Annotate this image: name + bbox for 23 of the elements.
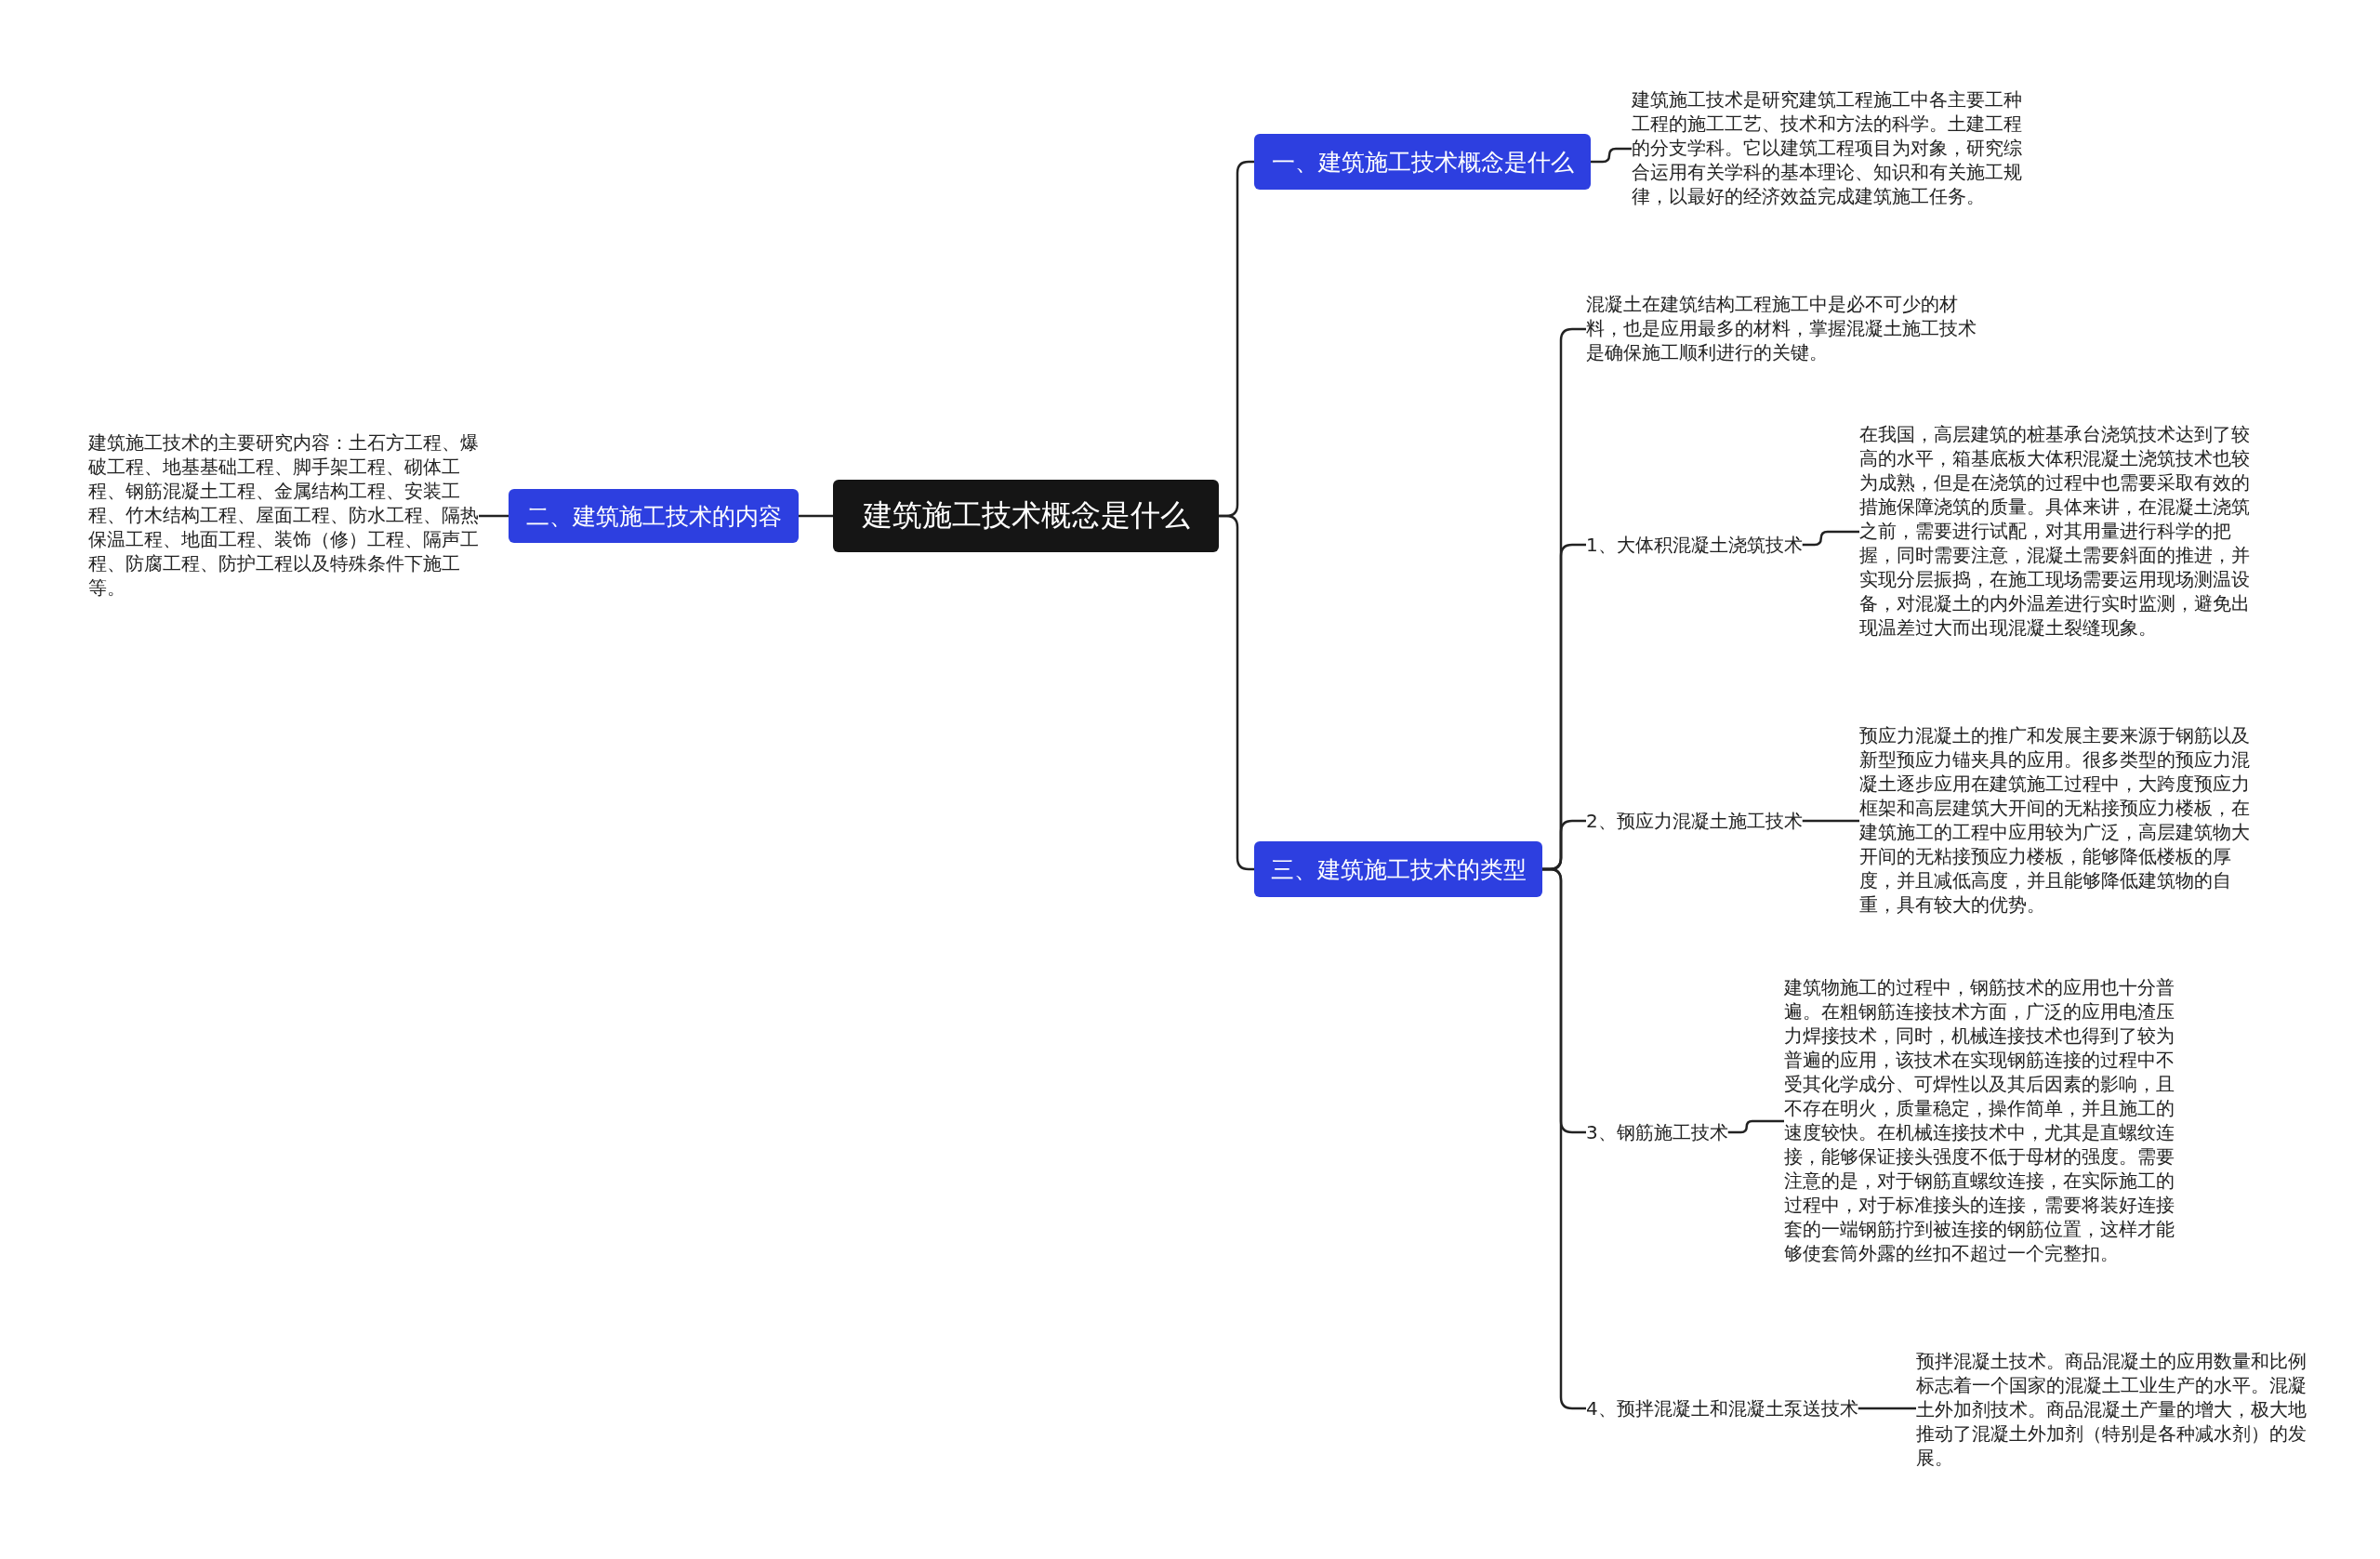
connector-line <box>479 514 509 518</box>
connector-line <box>1802 530 1859 547</box>
central-topic-box: 建筑施工技术概念是什么 <box>833 480 1219 552</box>
topic-box: 一、建筑施工技术概念是什么 <box>1254 134 1591 190</box>
connector-line <box>1219 514 1254 871</box>
note-text: 预应力混凝土的推广和发展主要来源于钢筋以及新型预应力锚夹具的应用。很多类型的预应力混凝土逐步应用在建筑施工过程中，大跨度预应力框架和高层建筑大开间的无粘接预应力楼板，在建筑施工的工程中应用较为广泛，高层建筑物大开间的无粘接预应力楼板，能够降低楼板的厚度，并且减低高度，并且能够降低建筑物的自重，具有较大的优势。 <box>1859 724 2250 918</box>
connector-line <box>1858 1407 1916 1410</box>
note-text: 预拌混凝土技术。商品混凝土的应用数量和比例标志着一个国家的混凝土工业生产的水平。混凝土外加剂技术。商品混凝土产量的增大，极大地推动了混凝土外加剂（特别是各种减水剂）的发展。 <box>1916 1350 2307 1471</box>
note-text: 在我国，高层建筑的桩基承台浇筑技术达到了较高的水平，箱基底板大体积混凝土浇筑技术也较为成熟，但是在浇筑的过程中也需要采取有效的措施保障浇筑的质量。具体来讲，在混凝土浇筑之前，需要进行试配，对其用量进行科学的把握，同时需要注意，混凝土需要斜面的推进，并实现分层振捣，在施工现场需要运用现场测温设备，对混凝土的内外温差进行实时监测，避免出现温差过大而出现混凝土裂缝现象。 <box>1859 423 2250 641</box>
subtopic-label: 2、预应力混凝土施工技术 <box>1586 808 1803 834</box>
connector-line <box>1591 147 1632 164</box>
subtopic-label: 3、钢筋施工技术 <box>1586 1119 1728 1145</box>
subtopic-label: 1、大体积混凝土浇筑技术 <box>1586 532 1803 558</box>
topic-box: 二、建筑施工技术的内容 <box>509 489 799 543</box>
subtopic-label: 4、预拌混凝土和混凝土泵送技术 <box>1586 1395 1858 1421</box>
note-text: 混凝土在建筑结构工程施工中是必不可少的材料，也是应用最多的材料，掌握混凝土施工技术是确保施工顺利进行的关键。 <box>1586 293 1977 365</box>
connector-line <box>1727 1119 1784 1134</box>
connector-line <box>1802 819 1859 823</box>
topic-box: 三、建筑施工技术的类型 <box>1254 841 1542 897</box>
connector-line <box>799 514 833 518</box>
note-text: 建筑施工技术的主要研究内容：土石方工程、爆破工程、地基基础工程、脚手架工程、砌体工程、钢筋混凝土工程、金属结构工程、安装工程、竹木结构工程、屋面工程、防水工程、隔热保温工程、地面工程、装饰（修）工程、隔声工程、防腐工程、防护工程以及特殊条件下施工等。 <box>88 431 479 601</box>
note-text: 建筑施工技术是研究建筑工程施工中各主要工种工程的施工工艺、技术和方法的科学。土建工程的分支学科。它以建筑工程项目为对象，研究综合运用有关学科的基本理论、知识和有关施工规律，以最好的经济效益完成建筑施工任务。 <box>1632 88 2022 209</box>
note-text: 建筑物施工的过程中，钢筋技术的应用也十分普遍。在粗钢筋连接技术方面，广泛的应用电渣压力焊接技术，同时，机械连接技术也得到了较为普遍的应用，该技术在实现钢筋连接的过程中不受其化学成分、可焊性以及其后因素的影响，且不存在明火，质量稳定，操作简单，并且施工的速度较快。在机械连接技术中，尤其是直螺纹连接，能够保证接头强度不低于母材的强度。需要注意的是，对于钢筋直螺纹连接，在实际施工的过程中，对于标准接头的连接，需要将装好连接套的一端钢筋拧到被连接的钢筋位置，这样才能够使套筒外露的丝扣不超过一个完整扣。 <box>1784 976 2175 1266</box>
